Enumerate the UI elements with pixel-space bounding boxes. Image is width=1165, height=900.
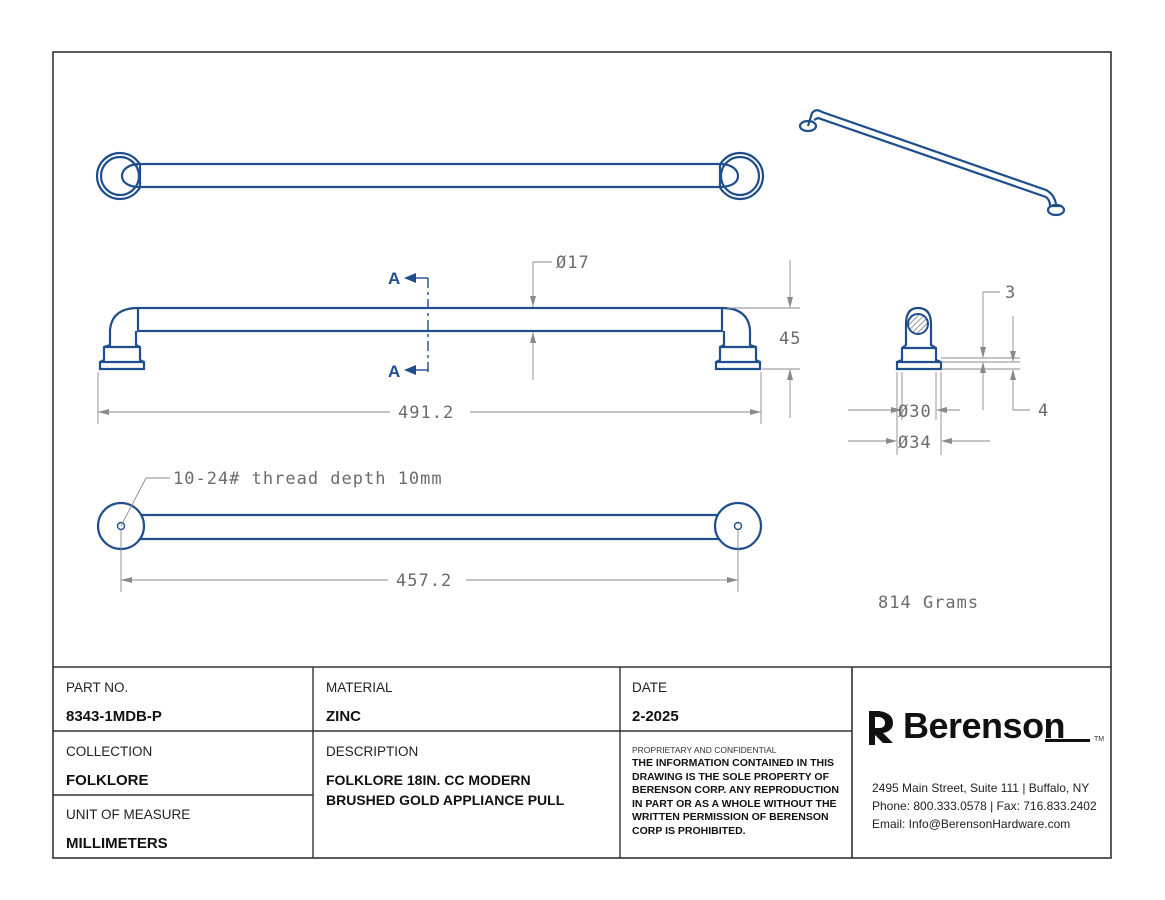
date-value: 2-2025 <box>632 708 679 725</box>
title-block-grid <box>53 667 853 858</box>
top-view <box>95 151 765 201</box>
diameter-bar-dimension <box>530 261 552 380</box>
dim-outer-diameter: Ø34 <box>898 433 932 453</box>
bottom-view <box>96 501 763 551</box>
side-section-view <box>895 306 943 371</box>
proprietary-title: PROPRIETARY AND CONFIDENTIAL <box>632 745 777 755</box>
proprietary-line: DRAWING IS THE SOLE PROPERTY OF <box>632 770 829 783</box>
dim-height: 45 <box>779 329 801 349</box>
proprietary-line: THE INFORMATION CONTAINED IN THIS <box>632 757 835 769</box>
section-label-bottom: A <box>388 362 400 381</box>
part-no-label: PART NO. <box>66 680 129 695</box>
collection-value: FOLKLORE <box>66 772 149 789</box>
proprietary-line: WRITTEN PERMISSION OF BERENSON <box>632 811 829 823</box>
proprietary-line: CORP IS PROHIBITED. <box>632 824 746 837</box>
front-view <box>98 273 762 375</box>
description-line-1: FOLKLORE 18IN. CC MODERN <box>326 772 531 788</box>
thread-note: 10-24# thread depth 10mm <box>173 469 443 489</box>
section-label-top: A <box>388 269 400 288</box>
dim-cc-length: 457.2 <box>396 571 452 591</box>
material-value: ZINC <box>326 708 361 725</box>
weight-note: 814 Grams <box>878 593 979 613</box>
unit-value: MILLIMETERS <box>66 835 168 852</box>
company-email: Email: Info@BerensonHardware.com <box>872 817 1071 831</box>
unit-label: UNIT OF MEASURE <box>66 807 191 822</box>
company-phone: Phone: 800.333.0578 | Fax: 716.833.2402 <box>872 799 1097 813</box>
proprietary-line: IN PART OR AS A WHOLE WITHOUT THE <box>632 797 837 810</box>
dim-top-thickness: 3 <box>1005 283 1016 303</box>
dim-overall-length: 491.2 <box>398 403 454 423</box>
description-line-2: BRUSHED GOLD APPLIANCE PULL <box>326 792 565 808</box>
company-underline <box>1045 739 1090 742</box>
company-name: Berenson <box>903 705 1066 746</box>
trademark: TM <box>1094 736 1105 743</box>
height-dimension <box>727 260 800 418</box>
thread-leader <box>120 477 170 527</box>
company-address: 2495 Main Street, Suite 111 | Buffalo, N… <box>872 781 1090 795</box>
date-label: DATE <box>632 680 668 695</box>
description-label: DESCRIPTION <box>326 744 419 759</box>
proprietary-line: BERENSON CORP. ANY REPRODUCTION <box>632 784 839 796</box>
side-small-dimensions <box>941 291 1030 411</box>
part-no-value: 8343-1MDB-P <box>66 708 162 725</box>
cc-length-dimension <box>120 530 739 592</box>
title-block: PART NO. 8343-1MDB-P COLLECTION FOLKLORE… <box>53 667 1111 858</box>
side-diameter-dimensions <box>848 372 990 455</box>
isometric-view <box>798 109 1066 217</box>
dim-base-height: 4 <box>1038 401 1049 421</box>
dim-inner-diameter: Ø30 <box>898 402 932 422</box>
material-label: MATERIAL <box>326 680 393 695</box>
drawing-frame <box>52 51 1112 859</box>
collection-label: COLLECTION <box>66 744 153 759</box>
berenson-logo-mark <box>869 711 893 745</box>
overall-length-dimension <box>97 372 762 424</box>
dim-bar-diameter: Ø17 <box>556 253 590 273</box>
